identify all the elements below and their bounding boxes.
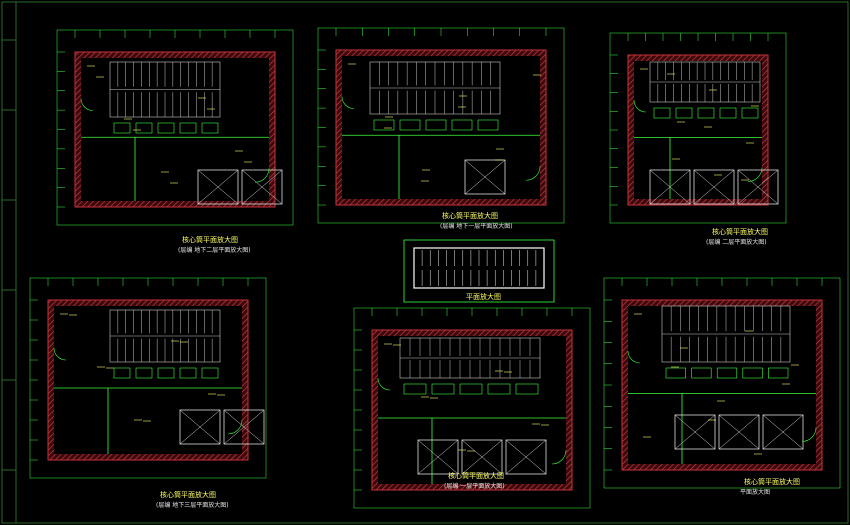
plan-bot-right-subtitle: 平面放大图 [740, 488, 770, 496]
plan-top-left [56, 29, 294, 226]
plan-bot-right-title: 核心筒平面放大图 [744, 477, 800, 486]
plan-top-right-title: 核心筒平面放大图 [712, 227, 768, 236]
elevator-shaft [179, 409, 221, 445]
stair-treads [421, 250, 537, 286]
elevator-shaft [737, 169, 779, 205]
plan-top-right [609, 32, 787, 224]
plan-top-mid-title: 核心筒平面放大图 [442, 211, 498, 220]
elevator-shaft [693, 169, 735, 205]
plan-top-left-title: 核心筒平面放大图 [182, 235, 238, 244]
elevator-shaft [461, 439, 503, 475]
plan-bot-mid-title: 核心筒平面放大图 [448, 471, 504, 480]
elevator-shaft [762, 414, 804, 450]
plan-bot-mid [353, 307, 591, 509]
elevator-shaft [505, 439, 547, 475]
elevator-shaft [674, 414, 716, 450]
stair-treads [649, 61, 761, 103]
stair-treads [109, 309, 221, 363]
elevator-shaft [223, 409, 265, 445]
plan-bot-left-subtitle: (层编 地下三层平面放大图) [156, 501, 229, 509]
plan-top-mid-subtitle: (层编 地下一层平面放大图) [440, 222, 513, 230]
plan-bot-left-title: 核心筒平面放大图 [160, 490, 216, 499]
plan-bot-left [29, 277, 267, 479]
plan-bot-mid-subtitle: (层编 一层平面放大图) [444, 482, 505, 490]
plan-top-mid [317, 27, 565, 224]
stair-treads [399, 337, 541, 379]
plan-center-label: 平面放大图 [466, 292, 501, 301]
elevator-shaft [718, 414, 760, 450]
plan-top-left-subtitle: (层编 地下二层平面放大图) [178, 246, 251, 254]
plan-center: 平面放大图 [403, 239, 555, 303]
stair-treads [369, 61, 501, 115]
elevator-shaft [197, 169, 239, 205]
elevator-shaft [464, 159, 506, 195]
core-plans-layer [29, 27, 841, 509]
plan-bot-right [603, 277, 841, 489]
plan-top-right-subtitle: (层编 二层平面放大图) [706, 238, 767, 246]
stair-treads [109, 61, 221, 118]
stair-treads [661, 305, 791, 363]
elevator-shaft [417, 439, 459, 475]
elevator-shaft [649, 169, 691, 205]
elevator-shaft [241, 169, 283, 205]
